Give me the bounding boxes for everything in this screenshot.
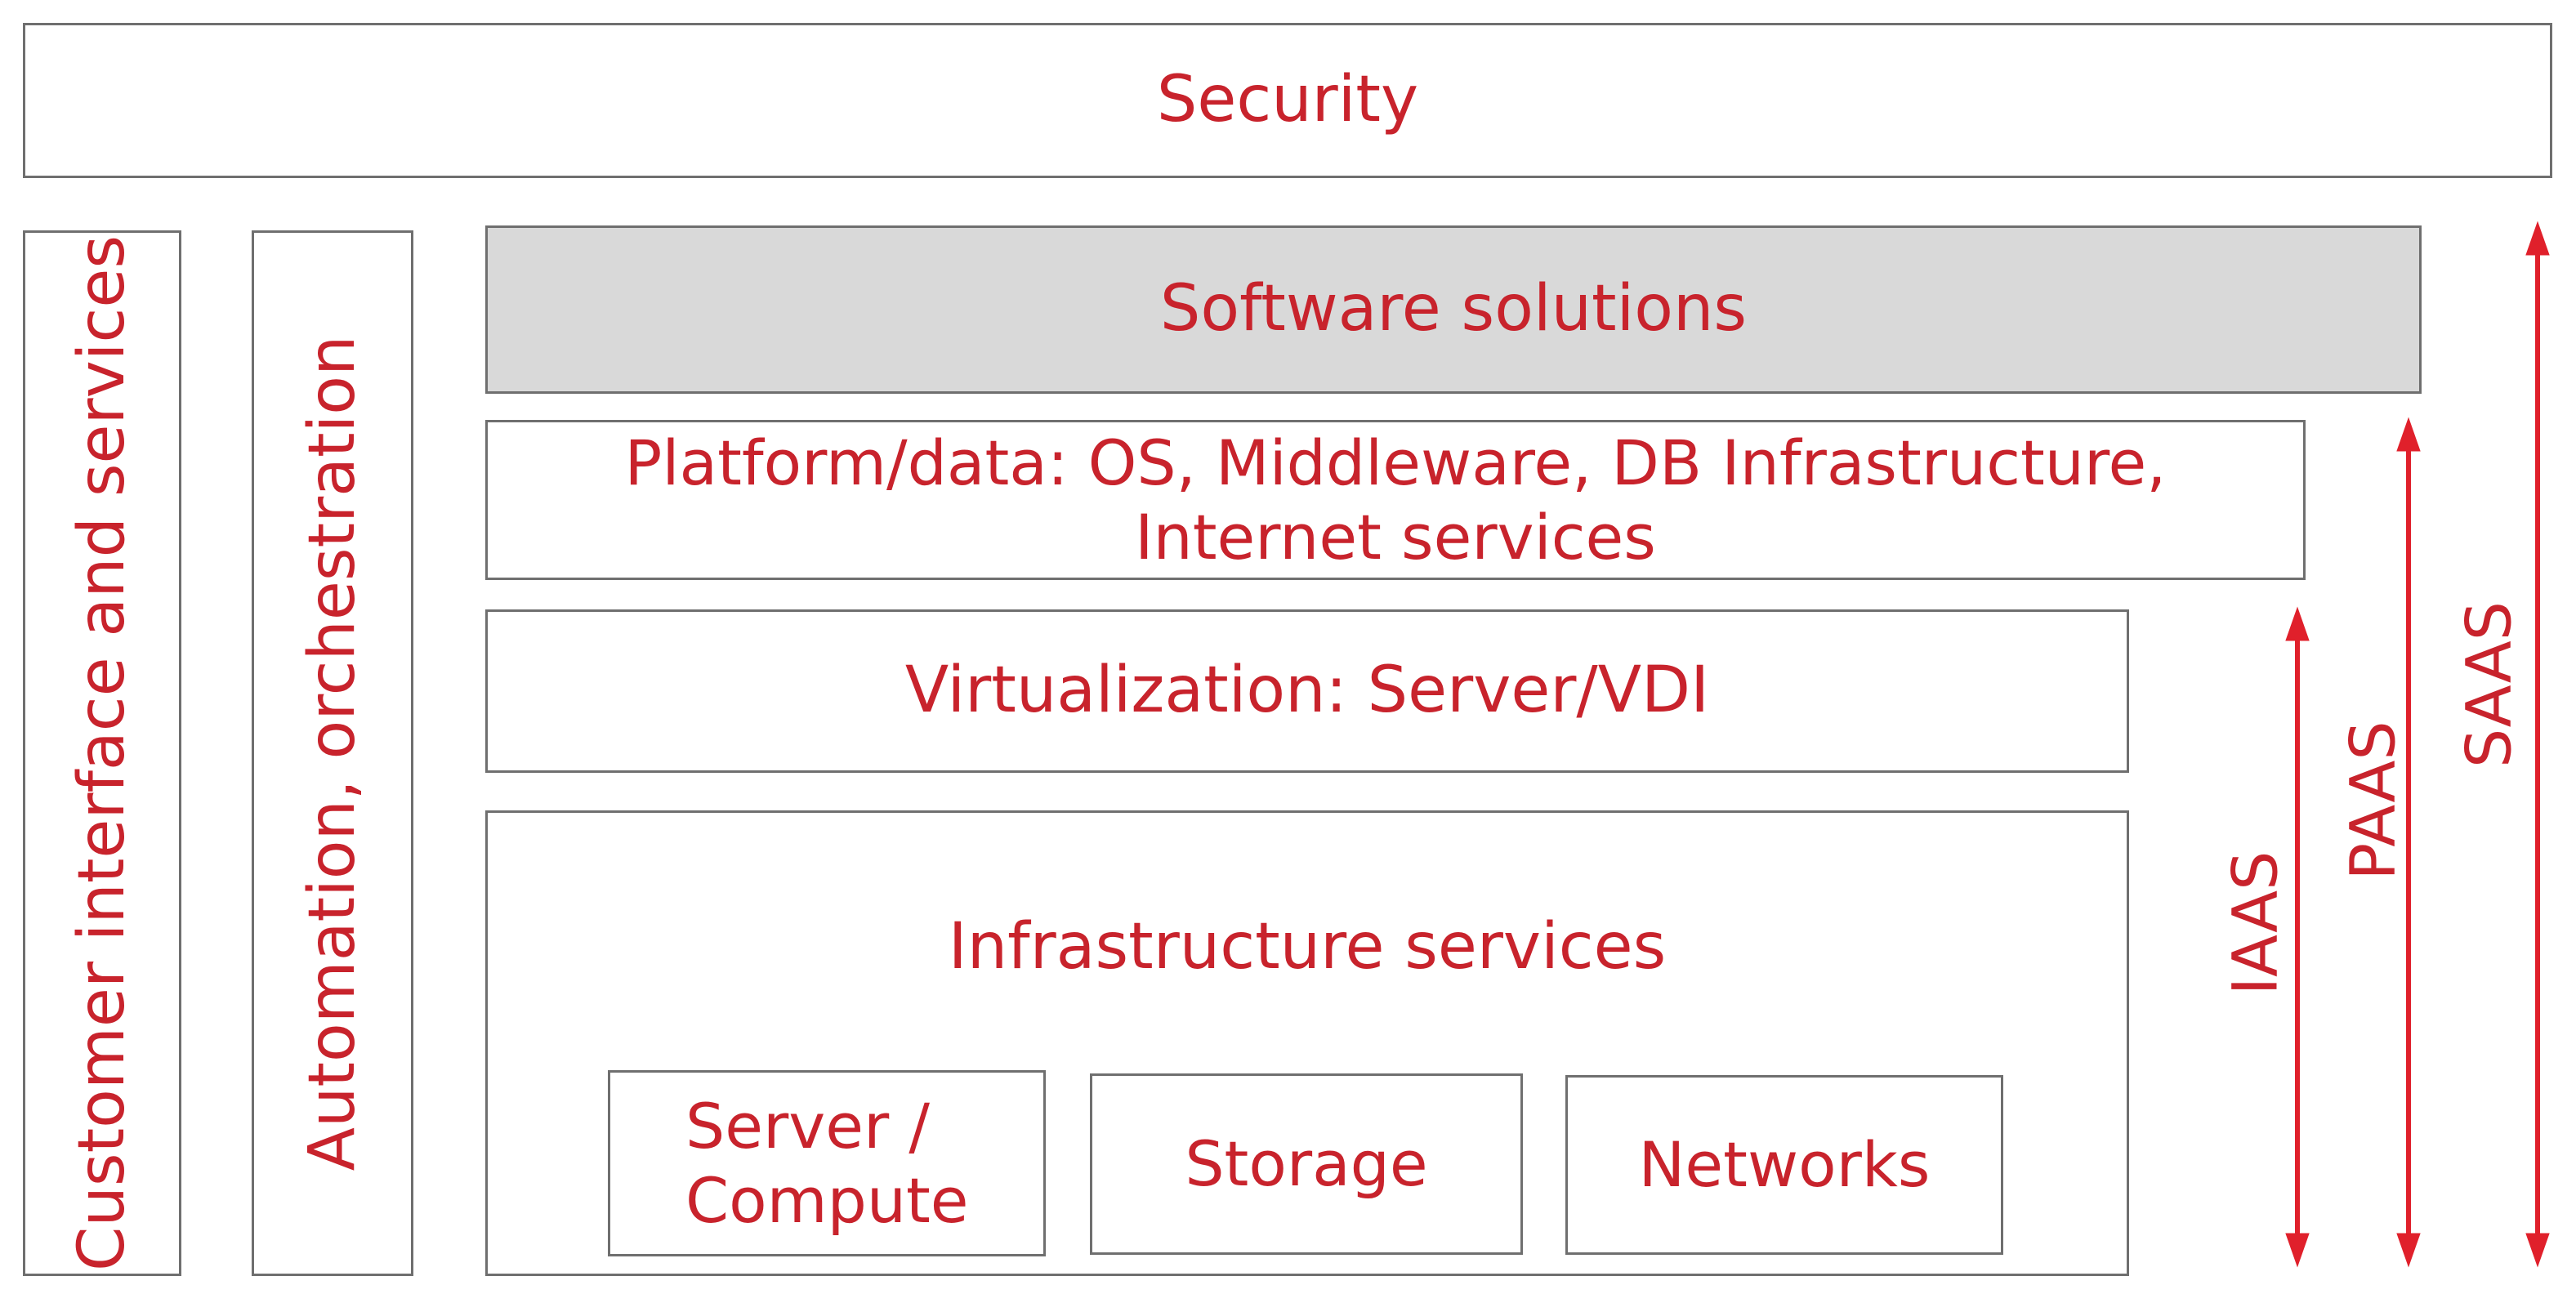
iaas-label: IAAS	[2218, 850, 2292, 996]
software-solutions-label: Software solutions	[1159, 272, 1748, 346]
paas-arrow	[2396, 417, 2421, 1268]
virtualization-layer: Virtualization: Server/VDI	[485, 609, 2129, 773]
saas-label: SAAS	[2452, 601, 2525, 768]
server-compute-box: Server / Compute	[608, 1070, 1046, 1256]
saas-arrow	[2525, 221, 2550, 1268]
security-label: Security	[1156, 63, 1419, 137]
platform-label-line1: Platform/data: OS, Middleware, DB Infras…	[624, 426, 2167, 499]
iaas-arrow	[2285, 606, 2310, 1268]
networks-label: Networks	[1638, 1128, 1931, 1202]
server-label-line1: Server /	[685, 1089, 930, 1162]
networks-box: Networks	[1565, 1075, 2003, 1255]
automation-panel: Automation, orchestration	[252, 230, 413, 1276]
storage-box: Storage	[1090, 1073, 1523, 1255]
storage-label: Storage	[1185, 1127, 1428, 1201]
security-layer: Security	[23, 23, 2552, 178]
customer-interface-panel: Customer interface and services	[23, 230, 181, 1276]
server-label-line2: Compute	[685, 1164, 969, 1237]
platform-layer: Platform/data: OS, Middleware, DB Infras…	[485, 420, 2306, 580]
paas-label: PAAS	[2336, 721, 2409, 881]
virtualization-label: Virtualization: Server/VDI	[904, 654, 1710, 728]
software-solutions-layer: Software solutions	[485, 225, 2422, 394]
infrastructure-label: Infrastructure services	[948, 910, 1667, 984]
platform-label-line2: Internet services	[1135, 501, 1656, 573]
